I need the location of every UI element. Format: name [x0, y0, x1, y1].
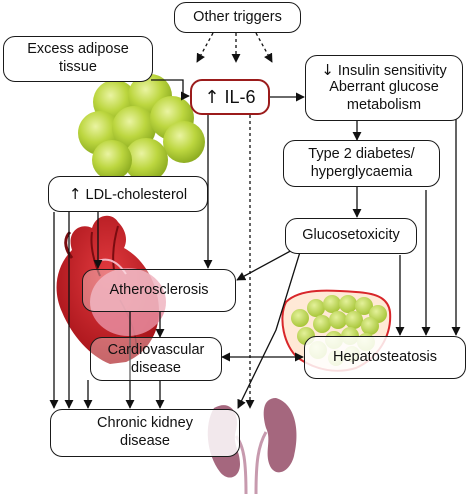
decrease-arrow-icon: ↓ — [321, 61, 334, 79]
cardiovascular-label: Cardiovascular — [107, 342, 205, 358]
ldl-cholesterol-label: LDL-cholesterol — [85, 187, 188, 203]
insulin-sensitivity-box: ↓ Insulin sensitivity Aberrant glucose m… — [305, 55, 463, 121]
increase-arrow-icon: ↑ — [68, 185, 82, 203]
ldl-cholesterol-box: ↑ LDL-cholesterol — [48, 176, 208, 212]
other-triggers-label: Other triggers — [193, 9, 282, 25]
excess-adipose-box: Excess adipose tissue — [3, 36, 153, 82]
aberrant-glucose-label: Aberrant glucose — [329, 79, 439, 95]
type2-diabetes-box: Type 2 diabetes/ hyperglycaemia — [283, 140, 440, 187]
disease-label: disease — [131, 360, 181, 376]
hepatosteatosis-label: Hepatosteatosis — [333, 349, 437, 365]
hyperglycaemia-label: hyperglycaemia — [310, 164, 413, 180]
increase-arrow-icon: ↑ — [204, 87, 220, 108]
cardiovascular-disease-box: Cardiovascular disease — [90, 337, 222, 381]
connector-arrows — [49, 32, 461, 409]
excess-adipose-label-line1: Excess adipose — [27, 41, 129, 57]
glucotoxicity-box: Glucosetoxicity — [285, 218, 417, 254]
glucotoxicity-label: Glucosetoxicity — [302, 227, 400, 243]
atherosclerosis-box: Atherosclerosis — [82, 269, 236, 312]
ckd-disease-label: disease — [120, 433, 170, 449]
il6-label: IL-6 — [224, 87, 256, 107]
type2-diabetes-label: Type 2 diabetes/ — [308, 146, 415, 162]
chronic-kidney-label: Chronic kidney — [97, 415, 193, 431]
atherosclerosis-label: Atherosclerosis — [109, 282, 209, 298]
insulin-sensitivity-label: Insulin sensitivity — [337, 63, 447, 79]
chronic-kidney-disease-box: Chronic kidney disease — [50, 409, 240, 457]
metabolism-label: metabolism — [346, 97, 422, 113]
il6-box: ↑ IL-6 — [190, 79, 270, 115]
excess-adipose-label-line2: tissue — [59, 59, 97, 75]
other-triggers-box: Other triggers — [174, 2, 301, 33]
adipocyte-cluster-illustration — [78, 74, 205, 182]
hepatosteatosis-box: Hepatosteatosis — [304, 336, 466, 379]
